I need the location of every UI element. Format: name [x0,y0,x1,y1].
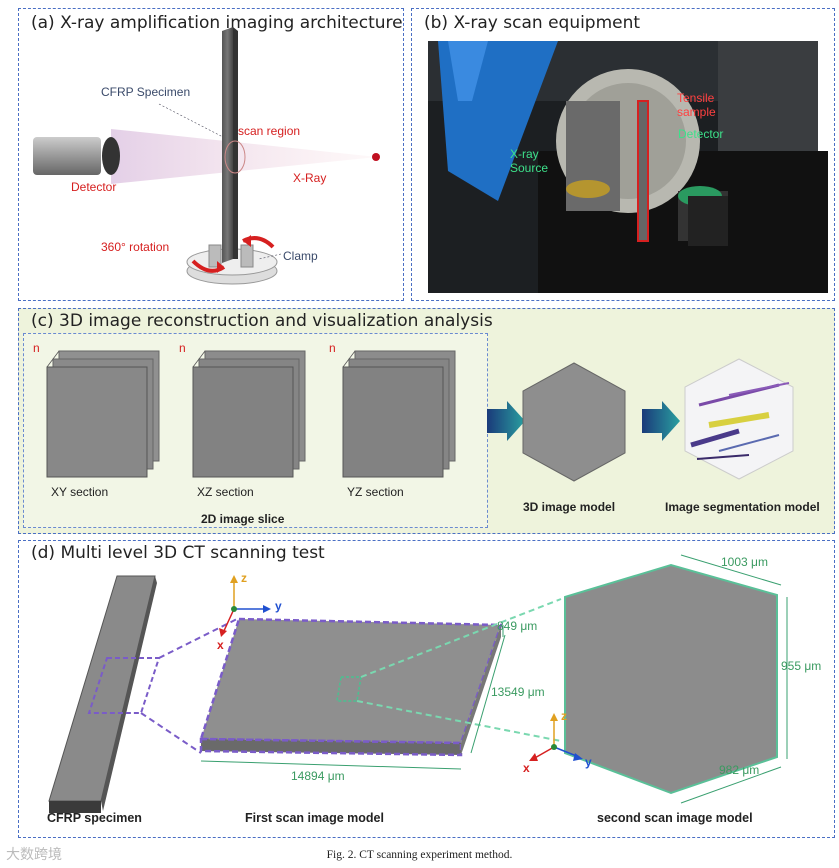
second-scan-hexagon [564,563,778,795]
panel-b-title: (b) X-ray scan equipment [424,13,641,33]
xray-label: X-Ray [293,171,327,185]
3d-image-model [522,362,626,482]
dim-right: 955 μm [781,659,822,673]
panel-b: (b) X-ray scan equipment Tensile sample … [411,8,835,301]
slice-xz-n: n [179,341,186,355]
axis-x-first: x [217,638,224,652]
axis-x-second: x [523,761,530,775]
dim-bottom: 982 μm [719,763,760,777]
segmentation-model [684,358,794,480]
slice-stack-xz [192,350,306,478]
segmentation-label: Image segmentation model [665,500,820,514]
cfrp-bar [222,27,233,263]
panel-d-title: (d) Multi level 3D CT scanning test [31,543,325,563]
slice-xy-label: XY section [51,485,109,499]
model-label: 3D image model [523,500,616,514]
specimen-bar [48,575,156,802]
slice-yz-n: n [329,341,336,355]
slice-stack-yz [342,350,456,478]
specimen-label: CFRP Specimen [101,85,191,99]
slice-xy-n: n [33,341,40,355]
tensile-sample-label: Tensile sample [677,91,716,119]
slice-group-label: 2D image slice [201,512,285,526]
watermark: 大数跨境 [6,847,62,863]
axis-z-first: z [241,571,247,585]
axis-z-second: z [561,709,567,723]
first-scan-caption: First scan image model [245,811,384,825]
dim-width: 14894 μm [291,769,345,783]
panel-a: (a) X-ray amplification imaging architec… [18,8,404,301]
dim-length: 13549 μm [491,685,545,699]
dim-top: 1003 μm [721,555,768,569]
detector-body [33,137,101,175]
panel-d: (d) Multi level 3D CT scanning test [18,540,835,838]
detector-label: Detector [71,180,117,194]
arrow-to-segmentation [642,401,680,441]
slice-yz-label: YZ section [347,485,404,499]
scan-region-label: scan region [238,124,301,138]
first-scan-slab [199,617,503,745]
slice-xz-label: XZ section [197,485,254,499]
scan-equipment-photo [428,41,828,293]
xray-beam [111,129,377,184]
slice-stack-xy [46,350,160,478]
panel-c: (c) 3D image reconstruction and visualiz… [18,308,835,534]
multilevel-scan-diagram [48,554,788,813]
xray-source-label: X-ray Source [510,147,549,175]
panel-c-title: (c) 3D image reconstruction and visualiz… [31,311,493,331]
xray-source-dot [372,153,380,161]
dim-thickness: 849 μm [497,619,538,633]
figure-caption: Fig. 2. CT scanning experiment method. [326,849,513,861]
xray-architecture-diagram [33,27,380,285]
panel-a-title: (a) X-ray amplification imaging architec… [31,13,403,33]
specimen-caption: CFRP specimen [47,811,142,825]
second-scan-caption: second scan image model [597,811,753,825]
axis-y-first: y [275,599,282,613]
equipment-detector-label: Detector [678,127,724,141]
arrow-to-model [487,401,525,441]
rotation-label: 360° rotation [101,240,170,254]
clamp-label: Clamp [283,249,318,263]
axis-y-second: y [585,755,592,769]
